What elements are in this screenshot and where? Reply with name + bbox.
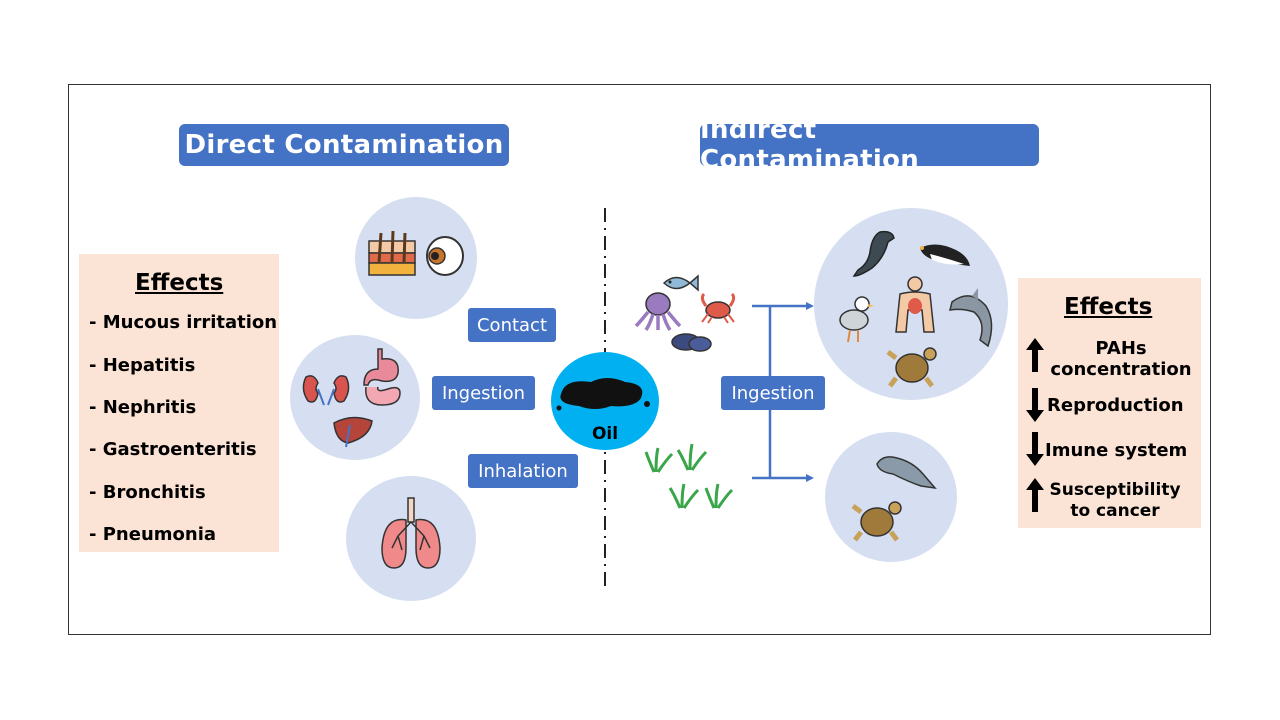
inhalation-circle: [346, 476, 476, 601]
sea-turtle-icon: [886, 347, 937, 388]
liver-icon: [333, 416, 373, 448]
effect-item: - Nephritis: [89, 397, 197, 418]
mussel-icon: [671, 333, 712, 352]
effect-item: - Gastroenteritis: [89, 439, 257, 460]
human-body-icon: [895, 276, 935, 333]
route-indirect-ingestion: Ingestion: [721, 376, 825, 410]
indirect-contamination-title: Indirect Contamination: [700, 115, 1039, 175]
direct-effects-title: Effects: [135, 270, 224, 296]
route-inhalation: Inhalation: [468, 454, 578, 488]
oil-spill-icon: [556, 378, 650, 411]
contact-circle: [355, 197, 477, 319]
predators-circle: [814, 208, 1008, 400]
grazers-circle: [825, 432, 957, 562]
stomach-icon: [363, 348, 401, 406]
oil-label: Oil: [591, 424, 619, 444]
arrow-down-icon: [1026, 388, 1044, 422]
eye-icon: [426, 236, 464, 276]
sea-turtle-icon: [851, 501, 902, 542]
route-contact: Contact: [468, 308, 556, 342]
arrow-up-icon: [1026, 338, 1044, 372]
indirect-effect-text: PAHs concentration: [1050, 338, 1192, 380]
indirect-effect-text: Imune system: [1045, 440, 1188, 461]
effect-item: - Bronchitis: [89, 482, 206, 503]
indirect-effect-text: Reproduction: [1047, 395, 1184, 416]
kidneys-icon: [302, 375, 350, 406]
seagrass-icon: [644, 443, 734, 509]
effect-item: - Pneumonia: [89, 524, 217, 545]
crab-icon: [700, 292, 736, 324]
effect-item: - Mucous irritation: [89, 312, 278, 333]
lungs-icon: [381, 497, 441, 569]
sea-lion-icon: [852, 230, 895, 277]
direct-effects-box: Effects - Mucous irritation - Hepatitis …: [79, 254, 279, 552]
arrow-up-icon: [1026, 478, 1044, 512]
direct-contamination-title: Direct Contamination: [179, 124, 509, 166]
skin-icon: [368, 230, 416, 276]
fish-icon: [662, 274, 699, 292]
penguin-icon: [920, 244, 970, 266]
figure-frame: [68, 84, 1211, 635]
dolphin-icon: [948, 288, 993, 348]
seagull-icon: [839, 296, 874, 343]
indirect-effects-title: Effects: [1064, 294, 1153, 320]
divider-line: [604, 208, 606, 590]
manatee-icon: [876, 456, 937, 490]
ingestion-circle: [290, 335, 420, 460]
arrow-down-icon: [1026, 432, 1044, 466]
oil-circle: Oil: [551, 352, 659, 450]
indirect-effects-box: Effects PAHs concentration Reproduction …: [1018, 278, 1201, 528]
route-ingestion: Ingestion: [432, 376, 535, 410]
indirect-effect-text: Susceptibility to cancer: [1049, 480, 1181, 521]
octopus-icon: [634, 292, 682, 331]
effect-item: - Hepatitis: [89, 355, 196, 376]
